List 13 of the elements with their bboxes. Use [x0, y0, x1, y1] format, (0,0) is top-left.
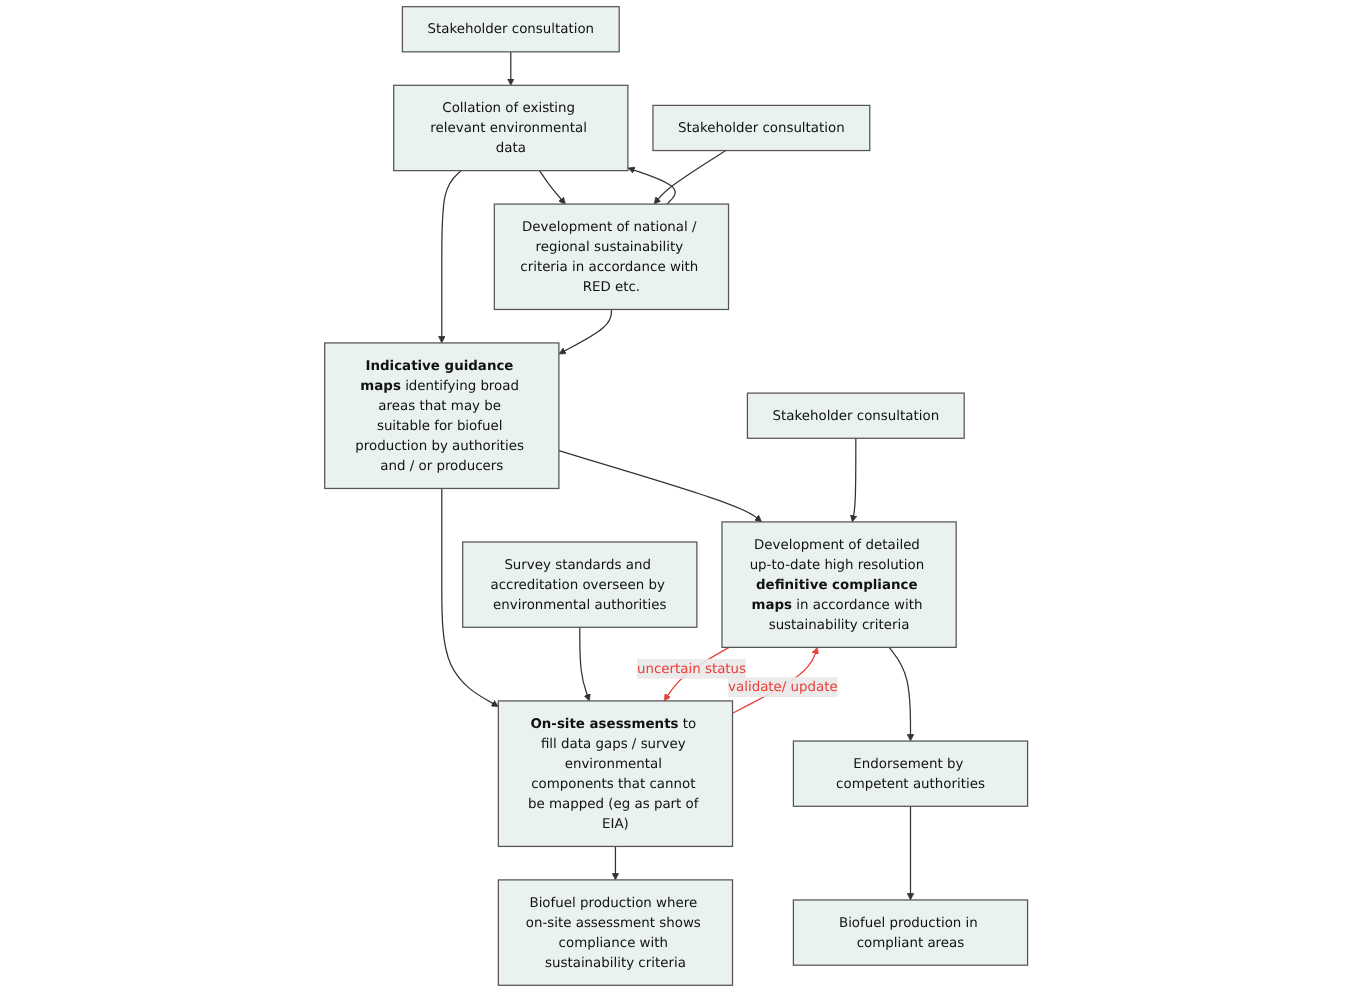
arrow [441, 487, 499, 707]
arrow [906, 805, 914, 901]
arrow [558, 308, 612, 355]
arrow [849, 437, 858, 523]
arrow [888, 646, 914, 742]
arrow [579, 626, 591, 702]
arrow [437, 170, 462, 344]
arrow [558, 450, 762, 523]
arrow [627, 166, 676, 205]
arrow [653, 149, 727, 205]
arrow [611, 845, 619, 881]
arrow [506, 51, 515, 86]
arrow [538, 170, 566, 205]
